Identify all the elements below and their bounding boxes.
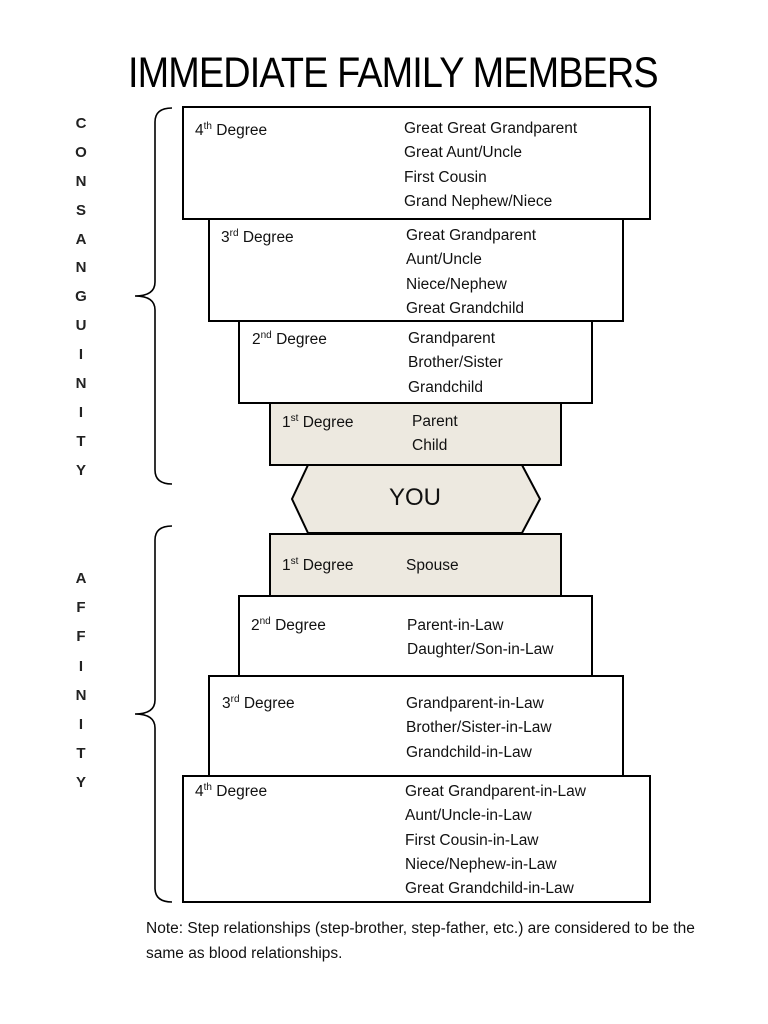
relation-list: Spouse [406,554,459,578]
affinity-letter: F [76,599,86,617]
relation-list: Great Grandparent-in-Law Aunt/Uncle-in-L… [405,780,586,901]
degree-label: 4th Degree [195,121,268,140]
affinity-brace [134,525,173,903]
degree-label: 4th Degree [195,782,268,801]
relation-item: Grand Nephew/Niece [404,192,553,210]
affinity-letter: A [75,570,87,587]
degree-label: 2nd Degree [252,330,327,349]
affinity-letter: I [78,657,84,675]
relation-item: Niece/Nephew [406,275,507,293]
aff-box-3rd-degree: 3rd Degree Grandparent-in-Law Brother/Si… [208,675,624,777]
affinity-letter: T [76,745,86,763]
cons-box-3rd-degree: 3rd Degree Great Grandparent Aunt/Uncle … [208,218,624,322]
relation-item: Brother/Sister [408,354,503,372]
relation-list: Great Great Grandparent Great Aunt/Uncle… [404,117,577,214]
consanguinity-letter: S [75,201,86,219]
relation-list: Grandparent-in-Law Brother/Sister-in-Law… [406,692,552,765]
relation-item: Grandchild [408,378,483,396]
relation-item: Great Great Grandparent [404,120,578,137]
degree-label: 3rd Degree [222,694,295,713]
aff-box-1st-degree: 1st Degree Spouse [269,533,562,597]
affinity-letter: I [78,715,84,733]
relation-item: Child [412,437,448,455]
consanguinity-letter: N [75,375,87,393]
affinity-letter: N [75,686,87,704]
cons-box-1st-degree: 1st Degree Parent Child [269,402,562,466]
relation-item: Great Aunt/Uncle [404,144,523,162]
degree-label: 1st Degree [282,413,354,432]
consanguinity-letter: G [75,288,87,306]
consanguinity-letter: T [76,432,86,450]
relation-item: Grandchild-in-Law [406,743,532,761]
consanguinity-letter: Y [75,461,86,479]
relation-list: Great Grandparent Aunt/Uncle Niece/Nephe… [406,224,536,321]
aff-box-2nd-degree: 2nd Degree Parent-in-Law Daughter/Son-in… [238,595,593,677]
degree-label: 1st Degree [282,556,354,575]
page-title: IMMEDIATE FAMILY MEMBERS [128,49,659,97]
consanguinity-letter: N [75,172,87,190]
relation-item: Aunt/Uncle [406,251,482,269]
footnote: Note: Step relationships (step-brother, … [146,920,695,962]
relation-item: Great Grandparent [406,227,537,244]
affinity-letter: F [76,628,86,646]
relation-item: Spouse [406,557,459,574]
cons-box-2nd-degree: 2nd Degree Grandparent Brother/Sister Gr… [238,320,593,404]
consanguinity-letter: I [78,346,84,364]
aff-box-4th-degree: 4th Degree Great Grandparent-in-Law Aunt… [182,775,651,903]
relation-item: Great Grandchild-in-Law [405,880,574,898]
degree-label: 2nd Degree [251,616,326,635]
relation-list: Parent Child [412,410,458,459]
cons-box-4th-degree: 4th Degree Great Great Grandparent Great… [182,106,651,220]
consanguinity-letter: I [78,403,84,421]
relation-item: Great Grandchild [406,299,525,317]
consanguinity-letter: U [75,317,87,335]
relation-item: Parent [412,413,458,430]
relation-list: Parent-in-Law Daughter/Son-in-Law [407,614,553,663]
affinity-letter: Y [75,774,86,792]
consanguinity-letter: C [75,115,87,132]
relation-item: First Cousin [404,168,487,186]
relation-item: Daughter/Son-in-Law [407,641,554,659]
you-label: YOU [388,484,441,511]
relation-item: Great Grandparent-in-Law [405,783,586,800]
relation-item: Niece/Nephew-in-Law [405,855,557,873]
consanguinity-letter: A [75,230,87,248]
consanguinity-brace [134,107,173,485]
relation-item: Grandparent-in-Law [406,695,544,712]
relation-item: Brother/Sister-in-Law [406,719,552,737]
degree-label: 3rd Degree [221,228,294,247]
relation-item: Aunt/Uncle-in-Law [405,807,532,825]
consanguinity-letter: O [75,143,87,161]
consanguinity-letter: N [75,259,87,277]
relation-item: First Cousin-in-Law [405,831,539,849]
relation-list: Grandparent Brother/Sister Grandchild [408,327,503,400]
relation-item: Grandparent [408,330,496,347]
relation-item: Parent-in-Law [407,617,504,634]
